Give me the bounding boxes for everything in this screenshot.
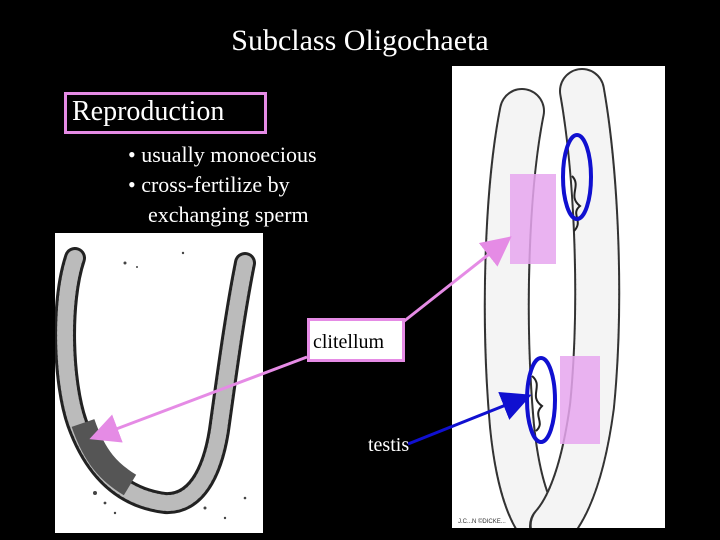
image-credit: J.C...N ©DICKE... [458, 519, 506, 525]
clitellum-label: clitellum [313, 331, 385, 353]
section-heading: Reproduction [72, 96, 225, 127]
bullet-list: • usually monoecious • cross-fertilize b… [128, 140, 317, 230]
section-heading-box [64, 92, 267, 134]
clitellum-arrow-right [402, 236, 512, 324]
slide-title: Subclass Oligochaeta [231, 24, 489, 57]
bullet-item: • cross-fertilize by [128, 172, 290, 197]
testis-arrow [407, 391, 532, 446]
mating-earthworms-drawing-icon [483, 68, 621, 528]
earthworm-drawing-icon [55, 247, 256, 520]
clitellum-arrow-left [89, 355, 308, 443]
mating-earthworms-image [452, 66, 665, 528]
earthworm-image [55, 233, 263, 533]
clitellum-label-box [307, 318, 405, 362]
bullet-item-continued: exchanging sperm [148, 202, 309, 227]
bullet-item: • usually monoecious [128, 142, 317, 167]
testis-label: testis [368, 434, 410, 456]
